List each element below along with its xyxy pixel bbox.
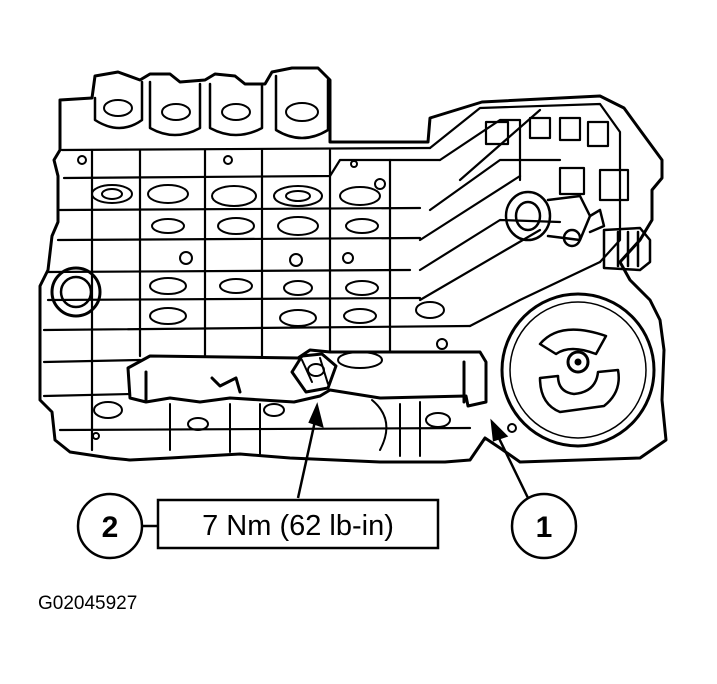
solenoid-cap-3: [208, 82, 264, 137]
casting-outline: [38, 66, 668, 464]
callout-2: 2: [76, 492, 144, 560]
right-plunger: [504, 190, 652, 272]
callout-2-number: 2: [102, 511, 119, 544]
solenoid-cap-4: [274, 74, 330, 140]
rib-section: [418, 102, 630, 328]
lower-details: [77, 155, 517, 457]
callout-1: 1: [510, 492, 578, 560]
left-port: [50, 266, 102, 318]
leader-lines: [142, 402, 530, 528]
casting-channels: [42, 146, 472, 452]
torque-spec-box: 7 Nm (62 lb-in): [156, 498, 440, 550]
valve-body-casting-illustration: [38, 66, 668, 464]
spool-valves: [91, 184, 445, 327]
solenoid-cap-1: [93, 80, 144, 130]
accumulator-cover: [500, 292, 656, 448]
callout-2-circle: [76, 492, 144, 560]
leader-arrowhead-2: [308, 402, 324, 428]
solenoid-cap-2: [148, 80, 202, 137]
leader-line-1: [492, 427, 530, 499]
callout-1-circle: [510, 492, 578, 560]
bolt-holes: [179, 155, 448, 350]
torque-spec-frame: [156, 498, 440, 550]
bolt: [290, 352, 338, 394]
torque-spec-label: 7 Nm (62 lb-in): [202, 510, 394, 542]
leader-arrowhead-1: [490, 418, 509, 442]
figure-id: G02045927: [38, 593, 137, 614]
leader-line-2: [296, 411, 319, 499]
callout-1-number: 1: [536, 511, 553, 544]
